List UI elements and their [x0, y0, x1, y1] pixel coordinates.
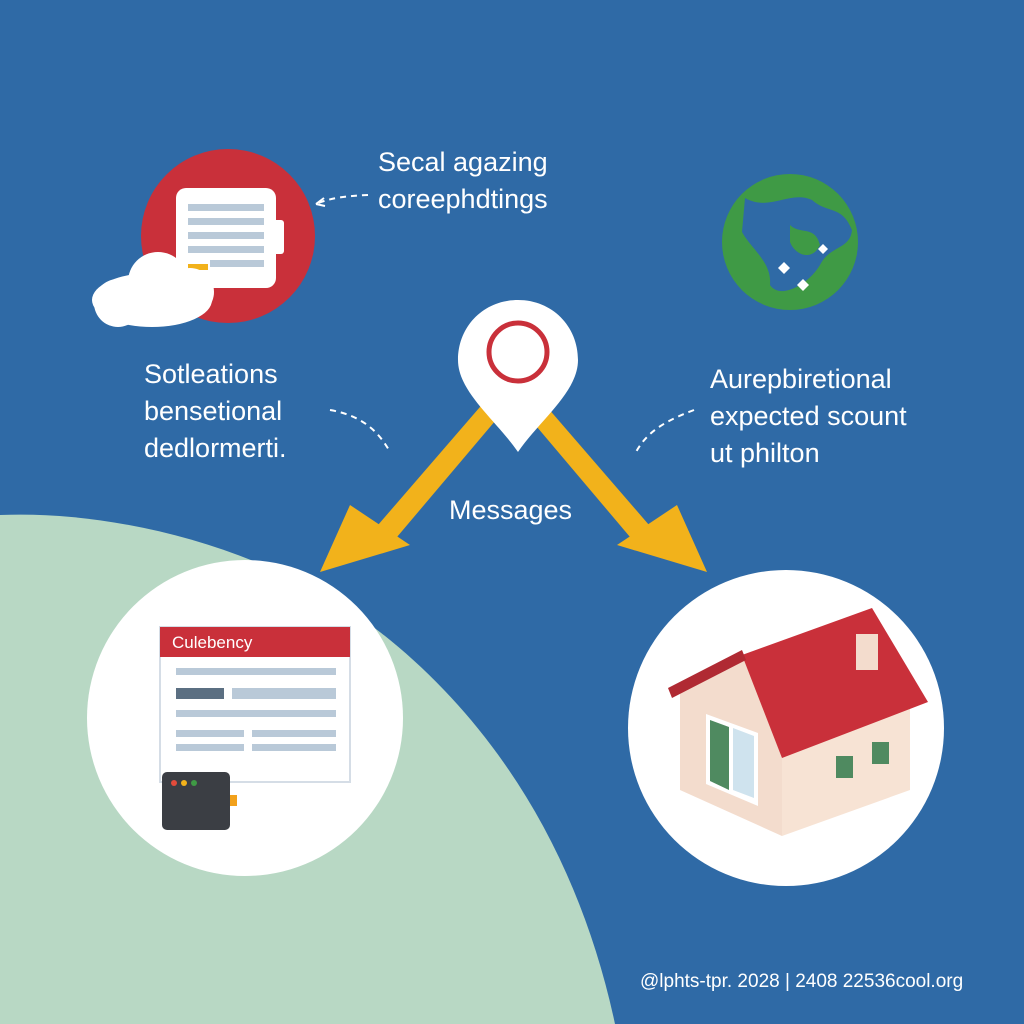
label-left-line-1: Sotleations [144, 359, 278, 389]
globe-icon [722, 174, 858, 310]
house-icon [628, 570, 944, 886]
label-right-line-2: expected scount [710, 401, 907, 431]
connector-right [635, 409, 695, 453]
label-center: Messages [449, 495, 573, 525]
card-title: Culebency [172, 633, 253, 652]
arrow-right [526, 400, 707, 572]
label-right: Aurepbiretional expected scount ut philt… [710, 361, 907, 472]
label-left-line-2: bensetional [144, 396, 283, 426]
label-left-line-3: dedlormerti. [144, 433, 287, 463]
footer-credit: @lphts-tpr. 2028 | 2408 22536cool.org [640, 971, 964, 992]
label-top-line-1: Secal agazing [378, 147, 548, 177]
connector-top [315, 194, 369, 205]
cloud-document-icon [92, 149, 315, 327]
label-top-line-2: coreephdtings [378, 184, 548, 214]
label-top: Secal agazing coreephdtings [378, 144, 548, 218]
web-form-icon: Culebency [87, 560, 403, 876]
label-left: Sotleations bensetional dedlormerti. [144, 356, 287, 467]
connector-left [329, 409, 391, 453]
arrow-left [320, 400, 501, 572]
location-pin-icon [458, 300, 578, 452]
label-right-line-3: ut philton [710, 438, 820, 468]
label-right-line-1: Aurepbiretional [710, 364, 892, 394]
